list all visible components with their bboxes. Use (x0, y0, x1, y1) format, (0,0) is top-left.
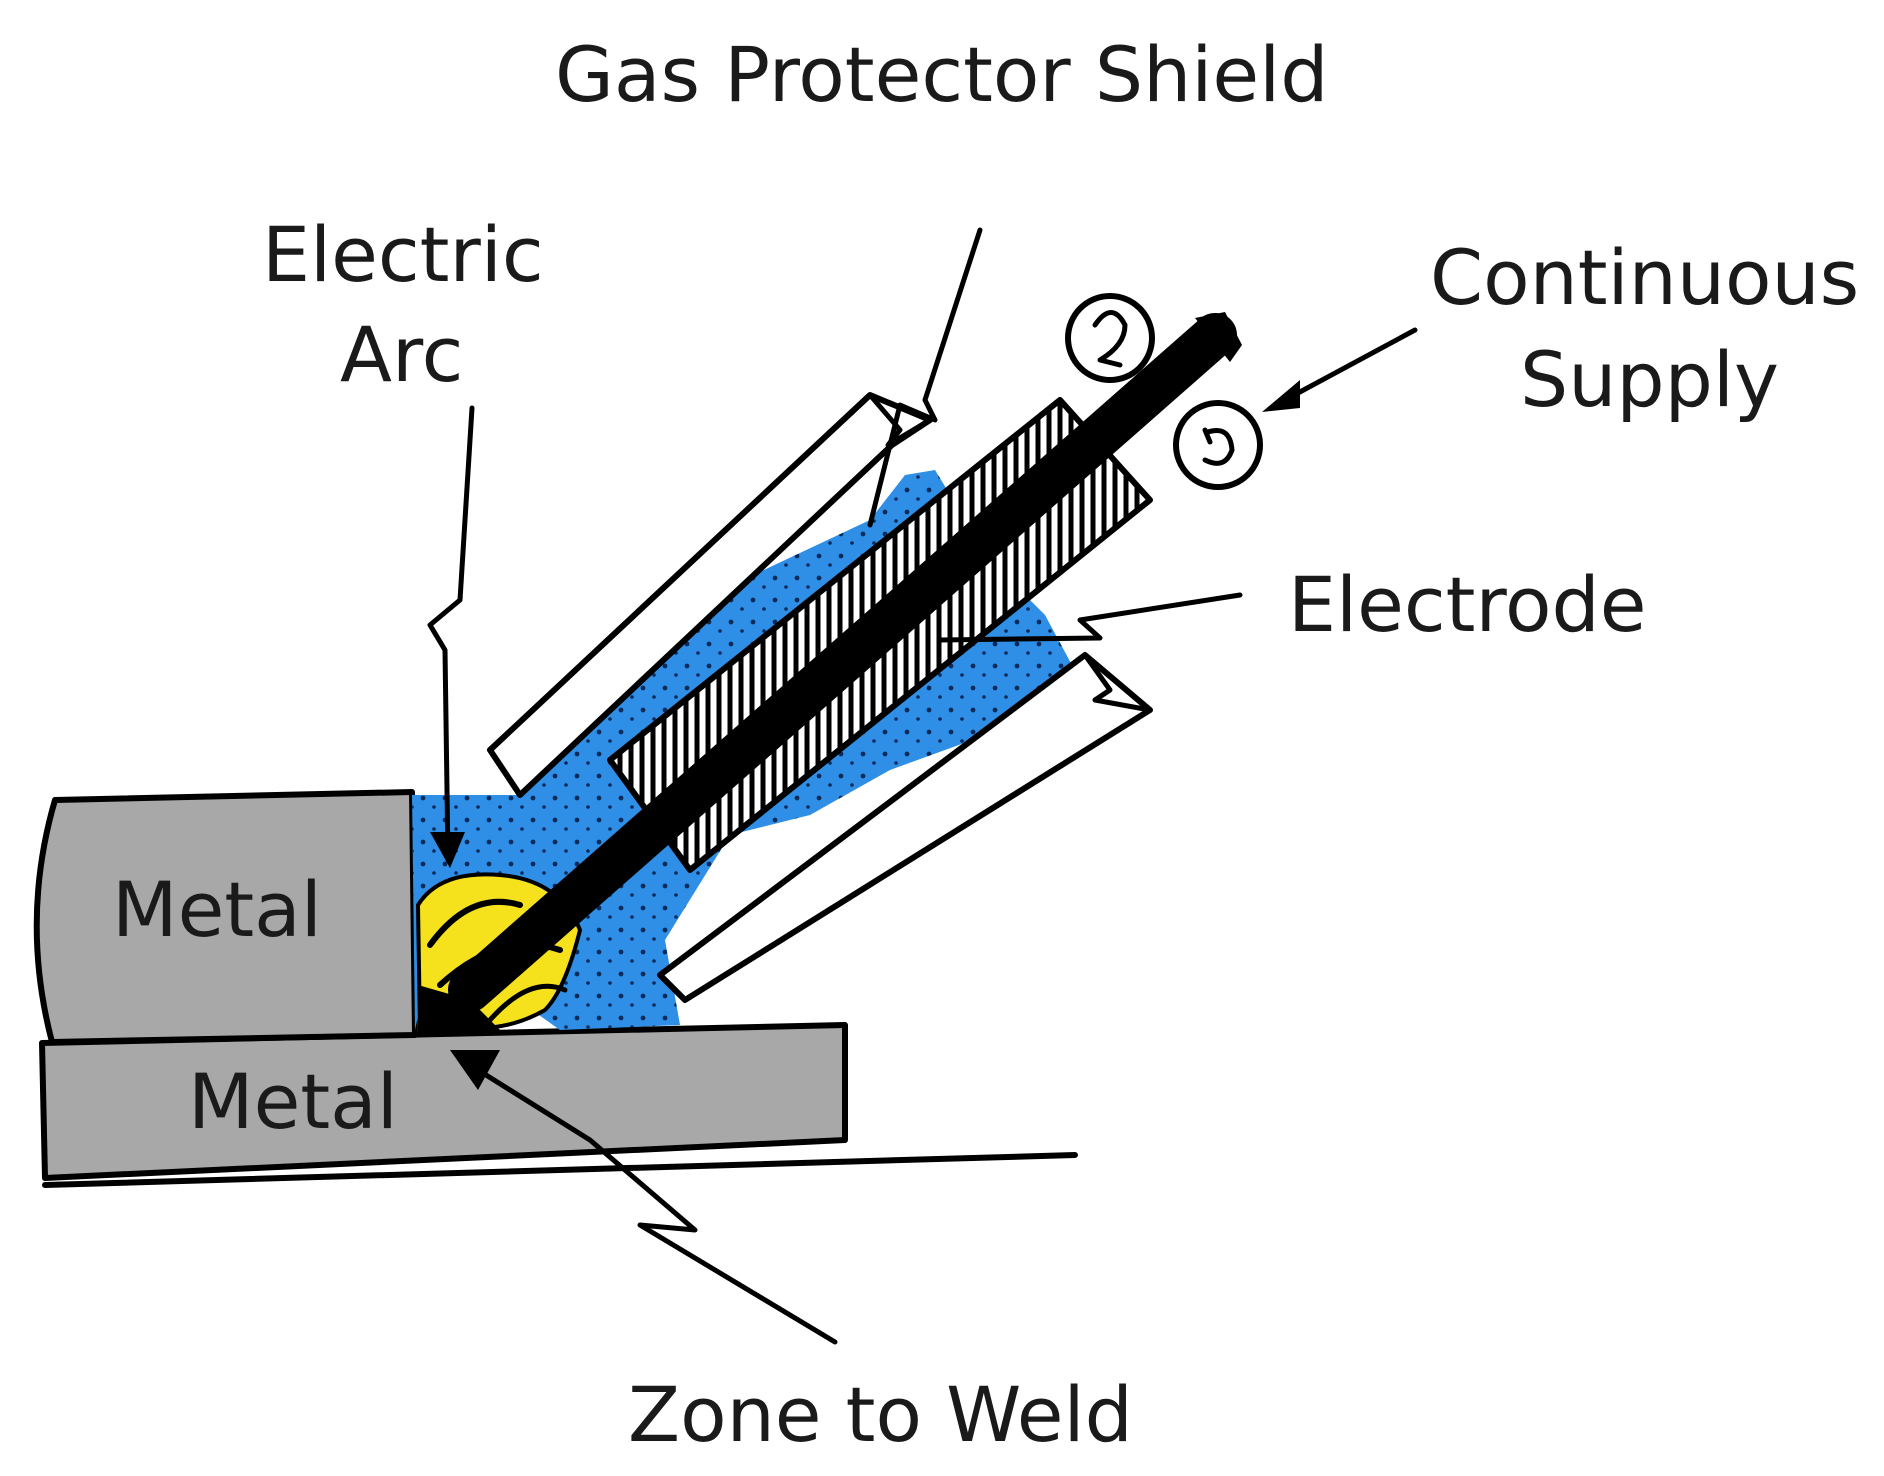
label-gas-protector-shield: Gas Protector Shield (555, 30, 1329, 119)
roller-top-arrow (1092, 310, 1128, 368)
label-continuous-line1: Continuous (1430, 233, 1860, 322)
leader-electrode (937, 592, 1243, 643)
leader-gas-shield (867, 227, 983, 528)
leader-electric-arc (427, 405, 475, 863)
electrode-wire (448, 313, 1237, 1012)
arrowhead-electric-arc (430, 832, 465, 868)
label-electrode: Electrode (1288, 560, 1647, 649)
metal-plate-top (33, 789, 418, 1045)
nozzle-break-lower (1082, 652, 1153, 713)
arrowhead-zone-to-weld (450, 1050, 500, 1090)
feed-roller-top (1065, 293, 1155, 383)
leader-zone-to-weld (467, 1062, 838, 1345)
metal-plate-bottom (39, 1022, 848, 1181)
label-zone-to-weld: Zone to Weld (628, 1370, 1133, 1459)
leader-continuous-supply (1282, 327, 1418, 403)
arc-curve-1 (427, 898, 523, 948)
label-electric-arc-line2: Arc (340, 310, 464, 399)
label-metal-bottom: Metal (188, 1057, 398, 1146)
electrode-tip (1195, 312, 1242, 362)
arrowhead-continuous-supply (1262, 380, 1300, 412)
ground-line (42, 1152, 1078, 1188)
label-electric-arc-line1: Electric (262, 210, 544, 299)
arc-curve-3 (487, 983, 568, 1023)
label-continuous-line2: Supply (1520, 335, 1779, 424)
roller-bottom-arrow (1202, 427, 1235, 466)
label-metal-top: Metal (112, 865, 322, 954)
feed-roller-bottom (1173, 400, 1263, 490)
